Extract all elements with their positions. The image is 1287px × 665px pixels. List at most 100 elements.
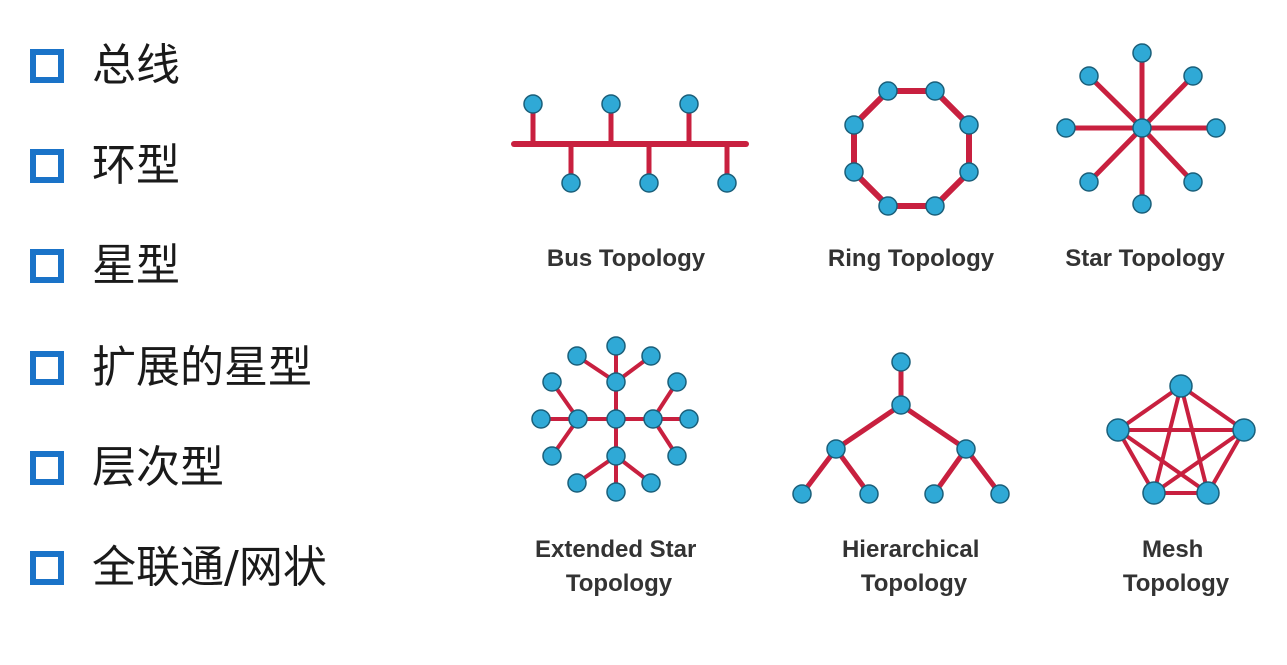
label-line: Topology bbox=[1123, 570, 1230, 597]
mesh-topology-label: Mesh Topology bbox=[1123, 536, 1230, 597]
square-bullet-icon bbox=[30, 451, 64, 485]
network-node bbox=[878, 81, 898, 101]
list-item: 扩展的星型 bbox=[30, 338, 312, 398]
label-line: Topology bbox=[861, 570, 968, 597]
link-line bbox=[1086, 73, 1145, 131]
network-node bbox=[1142, 481, 1166, 505]
network-node bbox=[959, 115, 979, 135]
network-node bbox=[959, 162, 979, 182]
extended-star-topology-label: Extended Star Topology bbox=[535, 536, 703, 597]
network-node bbox=[859, 484, 879, 504]
network-node bbox=[925, 196, 945, 216]
bus-topology-label: Bus Topology bbox=[547, 245, 706, 272]
topology-list: 总线 环型 星型 扩展的星型 层次型 全联通/网状 bbox=[30, 0, 450, 665]
extended-star-topology-diagram bbox=[531, 336, 699, 502]
network-node bbox=[1232, 418, 1256, 442]
network-node bbox=[567, 473, 587, 493]
link-line bbox=[1086, 125, 1145, 185]
network-node bbox=[990, 484, 1010, 504]
network-node bbox=[606, 482, 626, 502]
list-item-text: 全联通/网状 bbox=[92, 542, 327, 593]
network-node bbox=[568, 409, 588, 429]
link-line bbox=[833, 402, 904, 452]
network-node bbox=[601, 94, 621, 114]
network-node bbox=[1132, 118, 1152, 138]
link-line bbox=[1179, 384, 1246, 432]
network-node bbox=[1183, 66, 1203, 86]
list-item-text: 环型 bbox=[92, 140, 180, 191]
list-item: 星型 bbox=[30, 236, 180, 296]
network-node bbox=[641, 346, 661, 366]
network-node bbox=[667, 446, 687, 466]
label-line: Hierarchical bbox=[842, 536, 979, 563]
label-line: Mesh bbox=[1142, 536, 1203, 563]
network-node bbox=[542, 372, 562, 392]
link-line bbox=[1116, 428, 1210, 495]
list-item: 环型 bbox=[30, 136, 180, 196]
hierarchical-topology-diagram bbox=[792, 352, 1010, 504]
network-node bbox=[826, 439, 846, 459]
list-item-text: 扩展的星型 bbox=[92, 342, 312, 393]
list-item: 层次型 bbox=[30, 438, 224, 498]
hierarchical-topology-label: Hierarchical Topology bbox=[842, 536, 986, 597]
list-item-text: 总线 bbox=[92, 40, 180, 91]
network-node bbox=[561, 173, 581, 193]
network-node bbox=[606, 372, 626, 392]
star-topology-diagram bbox=[1056, 43, 1226, 214]
network-node bbox=[844, 162, 864, 182]
list-item: 总线 bbox=[30, 36, 180, 96]
network-node bbox=[531, 409, 551, 429]
network-node bbox=[1079, 66, 1099, 86]
network-node bbox=[679, 94, 699, 114]
link-line bbox=[898, 402, 969, 452]
network-node bbox=[679, 409, 699, 429]
network-node bbox=[1056, 118, 1076, 138]
link-line bbox=[1152, 384, 1183, 495]
bus-topology-diagram bbox=[511, 94, 749, 193]
square-bullet-icon bbox=[30, 551, 64, 585]
label-line: Topology bbox=[566, 570, 673, 597]
link-line bbox=[1152, 428, 1246, 495]
network-node bbox=[643, 409, 663, 429]
square-bullet-icon bbox=[30, 149, 64, 183]
network-node bbox=[878, 196, 898, 216]
network-node bbox=[639, 173, 659, 193]
network-node bbox=[1106, 418, 1130, 442]
network-node bbox=[717, 173, 737, 193]
network-node bbox=[844, 115, 864, 135]
label-line: Extended Star bbox=[535, 536, 696, 563]
link-line bbox=[1139, 73, 1196, 131]
network-node bbox=[606, 446, 626, 466]
network-node bbox=[924, 484, 944, 504]
mesh-topology-diagram bbox=[1106, 374, 1256, 505]
list-item-text: 层次型 bbox=[92, 442, 224, 493]
ring-topology-label: Ring Topology bbox=[828, 245, 995, 272]
link-line bbox=[1139, 125, 1196, 185]
network-node bbox=[1169, 374, 1193, 398]
list-item: 全联通/网状 bbox=[30, 538, 327, 598]
network-node bbox=[542, 446, 562, 466]
network-node bbox=[523, 94, 543, 114]
network-node bbox=[1132, 194, 1152, 214]
network-node bbox=[641, 473, 661, 493]
network-node bbox=[606, 336, 626, 356]
square-bullet-icon bbox=[30, 351, 64, 385]
network-node bbox=[606, 409, 626, 429]
network-node bbox=[1196, 481, 1220, 505]
label-line: Ring Topology bbox=[828, 245, 995, 272]
network-node bbox=[1206, 118, 1226, 138]
network-node bbox=[891, 395, 911, 415]
network-node bbox=[1079, 172, 1099, 192]
network-node bbox=[567, 346, 587, 366]
square-bullet-icon bbox=[30, 249, 64, 283]
label-line: Bus Topology bbox=[547, 245, 706, 272]
link-line bbox=[1206, 428, 1246, 495]
link-line bbox=[1179, 384, 1210, 495]
square-bullet-icon bbox=[30, 49, 64, 83]
list-item-text: 星型 bbox=[92, 240, 180, 291]
link-line bbox=[1116, 384, 1183, 432]
link-line bbox=[1116, 428, 1156, 495]
network-node bbox=[667, 372, 687, 392]
ring-topology-diagram bbox=[844, 81, 979, 216]
